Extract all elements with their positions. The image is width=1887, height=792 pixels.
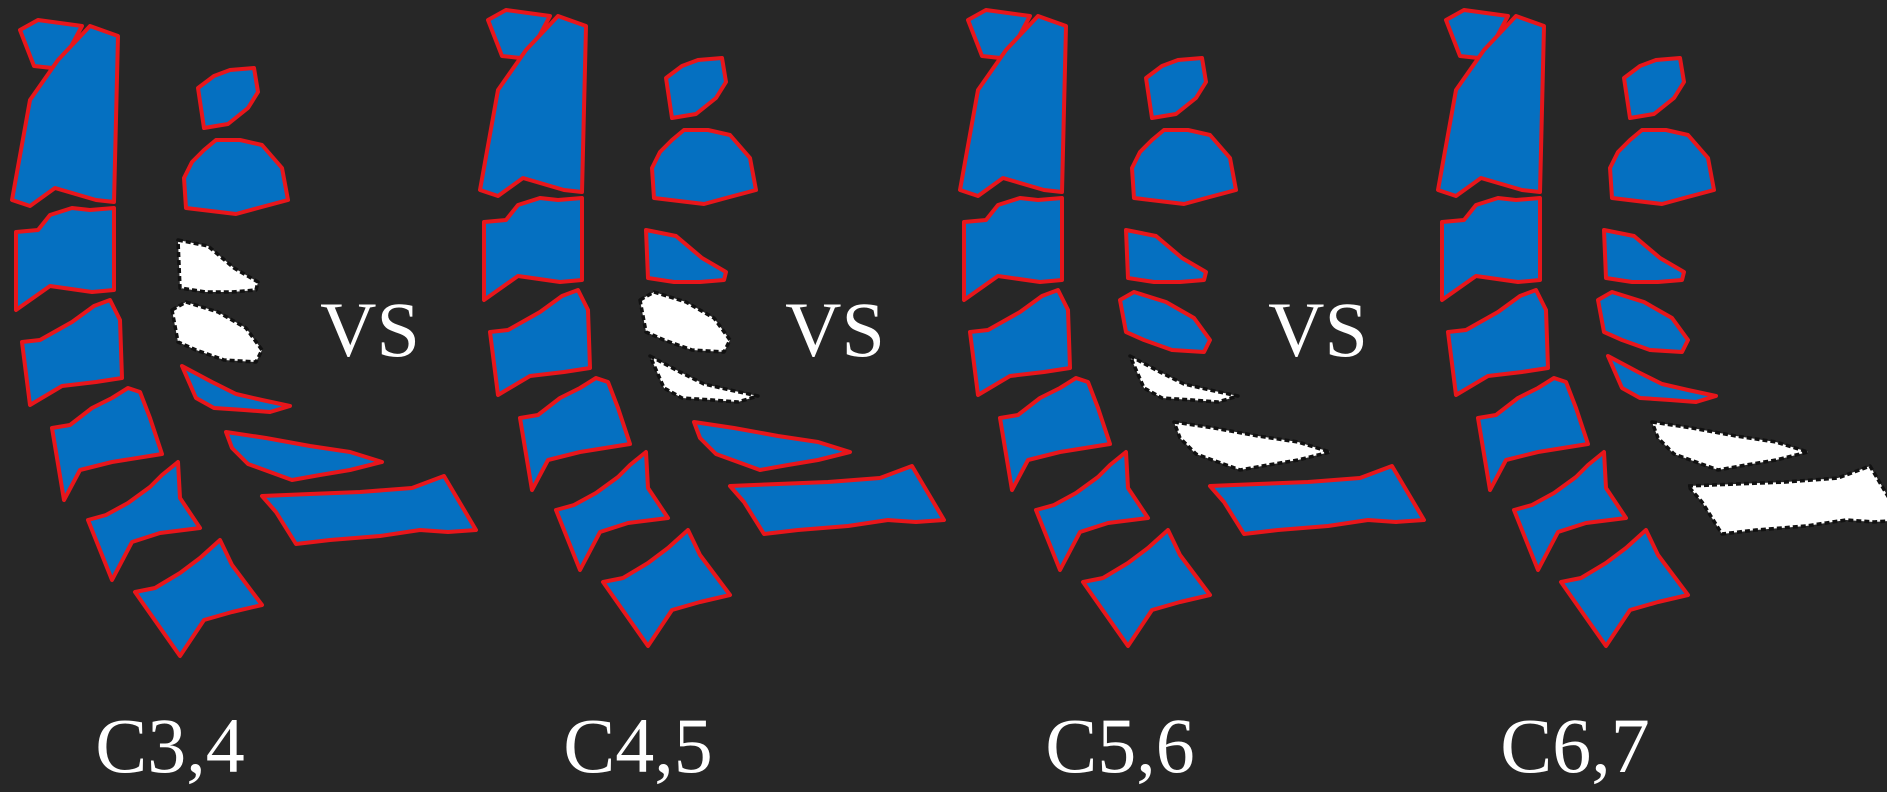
- panel-label: C4,5: [563, 702, 713, 789]
- vs-separator: VS: [1268, 286, 1368, 373]
- panel-label: C6,7: [1500, 702, 1650, 789]
- panel-label: C5,6: [1045, 702, 1195, 789]
- vs-separator: VS: [320, 286, 420, 373]
- panel-label: C3,4: [95, 702, 245, 789]
- vs-separator: VS: [785, 286, 885, 373]
